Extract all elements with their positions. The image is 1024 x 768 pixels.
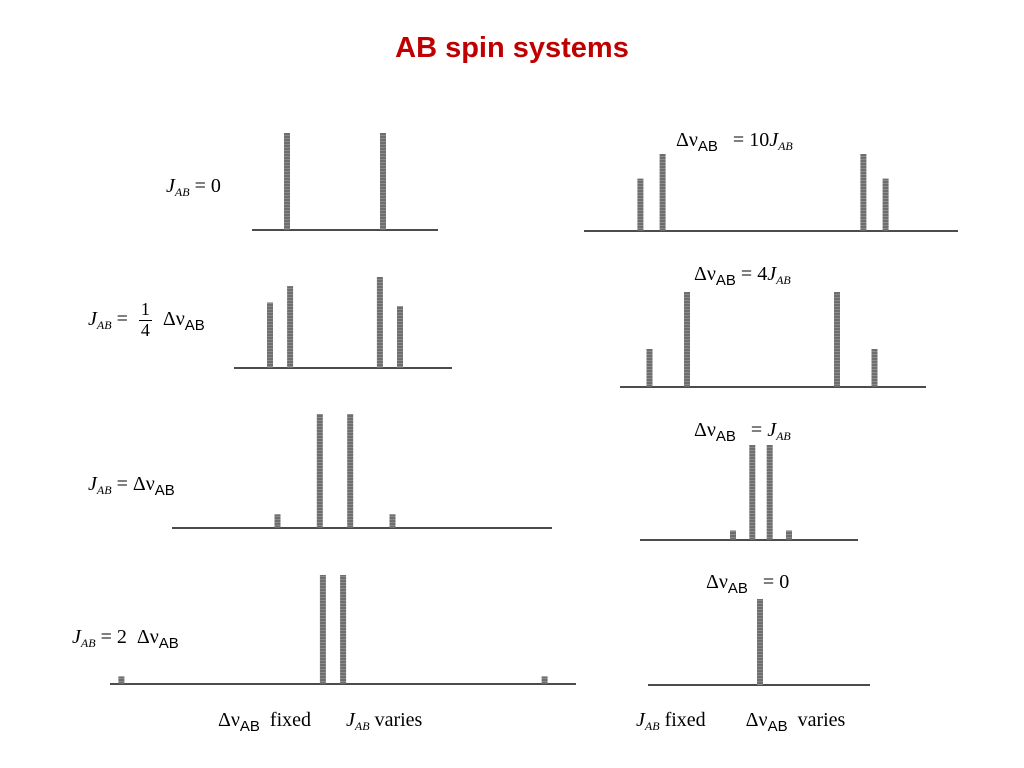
fraction: 1 4	[138, 299, 152, 340]
spectral-line	[541, 676, 548, 684]
spectral-line	[757, 599, 763, 685]
spectrum-left-jab-equal	[172, 414, 552, 529]
spectral-line	[316, 414, 323, 528]
spectral-line	[637, 178, 644, 231]
spectrum-right-dnu-0	[648, 599, 870, 686]
label-jab-zero: JAB = 0	[166, 175, 221, 199]
spectrum-right-dnu-4j	[620, 292, 926, 388]
label-dnu-4j: ΔνAB = 4JAB	[694, 263, 791, 289]
spectral-line	[646, 349, 653, 387]
spectral-line	[659, 154, 666, 231]
spectrum-right-dnu-10j	[584, 154, 958, 232]
page-title: AB spin systems	[395, 32, 629, 64]
spectral-line	[730, 530, 736, 540]
label-jab-equal-dnu: JAB = ΔνAB	[88, 473, 175, 499]
label-jab-two-dnu: JAB = 2 ΔνAB	[72, 626, 179, 652]
spectrum-right-dnu-j	[640, 445, 858, 541]
spectral-line	[684, 292, 690, 387]
spectral-line	[340, 575, 347, 684]
label-dnu-j: ΔνAB = JAB	[694, 419, 791, 445]
spectral-line	[347, 414, 354, 528]
spectral-line	[274, 514, 281, 528]
spectral-line	[376, 277, 383, 368]
spectrum-left-jab-quarter	[234, 277, 452, 369]
spectral-line	[786, 530, 792, 540]
spectrum-left-jab-2	[110, 575, 576, 685]
spectral-line	[397, 306, 403, 368]
spectral-line	[834, 292, 840, 387]
label-dnu-zero: ΔνAB = 0	[706, 571, 790, 597]
spectral-line	[287, 286, 294, 368]
caption-right: JAB fixed ΔνAB varies	[636, 709, 846, 735]
spectral-line	[380, 133, 386, 230]
spectral-line	[766, 445, 773, 540]
spectral-line	[319, 575, 326, 684]
spectral-line	[860, 154, 867, 231]
label-dnu-10j: ΔνAB = 10JAB	[676, 129, 793, 155]
spectrum-left-jab-0	[252, 133, 438, 231]
spectral-line	[871, 349, 878, 387]
spectral-line	[749, 445, 756, 540]
spectral-line	[118, 676, 125, 684]
label-jab-quarter: JAB = 1 4 ΔνAB	[88, 299, 205, 340]
spectral-line	[389, 514, 396, 528]
spectral-line	[284, 133, 290, 230]
caption-left: ΔνAB fixed JAB varies	[218, 709, 423, 735]
spectral-line	[267, 302, 273, 368]
spectral-line	[882, 178, 889, 231]
